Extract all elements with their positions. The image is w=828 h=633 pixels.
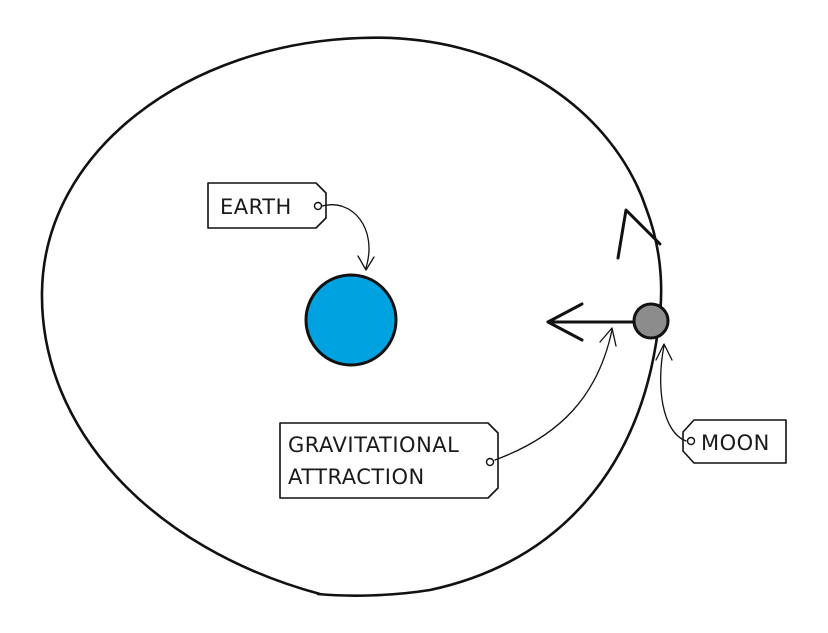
moon-orbit-path: [40, 36, 663, 597]
gravity-pointer-line: [494, 329, 613, 461]
gravity-label-line1: GRAVITATIONAL: [288, 433, 459, 457]
moon-body: [632, 302, 670, 340]
arrowhead-left-icon: [546, 302, 584, 342]
moon-label-tag: MOON: [682, 419, 787, 464]
earth-pointer-arrowhead: [357, 255, 375, 271]
arrowhead-up-icon: [616, 208, 662, 260]
moon-label-text: MOON: [701, 431, 770, 455]
earth-label-text: EARTH: [220, 195, 292, 219]
gravity-label-line2: ATTRACTION: [288, 465, 425, 489]
gravity-label-tag: GRAVITATIONAL ATTRACTION: [279, 422, 499, 499]
moon-pointer-arrowhead: [655, 343, 673, 361]
earth-pointer-line: [321, 204, 370, 269]
earth-body: [304, 273, 398, 367]
earth-label-tag: EARTH: [207, 182, 327, 229]
moon-pointer-line: [660, 345, 687, 442]
gravity-pointer-arrowhead: [599, 327, 617, 347]
